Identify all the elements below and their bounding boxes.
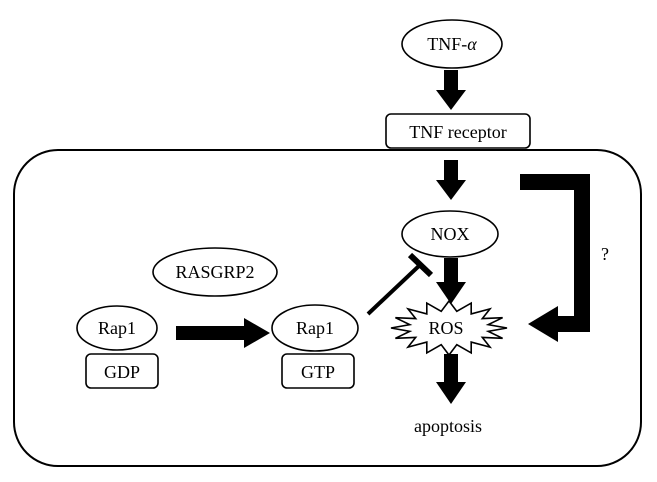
gdp-label: GDP [104,362,140,382]
tnf-alpha-prefix: TNF- [427,34,467,54]
arrow-nox-to-ros [436,258,466,304]
tnf-alpha-greek: α [467,34,477,54]
rasgrp2-node: RASGRP2 [152,247,278,297]
gtp-label: GTP [301,362,335,382]
tnf-receptor-label: TNF receptor [409,122,506,142]
tnf-alpha-node: TNF-α [401,19,503,69]
ros-node: ROS [390,299,508,357]
rap1-left-label: Rap1 [98,318,136,338]
arrow-rap1-activation [176,318,270,348]
svg-text:TNF-α: TNF-α [427,34,477,54]
ros-label: ROS [428,318,463,338]
inhibition-rap1-to-nox [366,252,434,316]
bypass-arrow-receptor-to-ros [520,174,590,342]
rap1-right-label: Rap1 [296,318,334,338]
tnf-receptor-node: TNF receptor [385,113,531,149]
arrow-ros-to-apoptosis [436,354,466,404]
apoptosis-label: apoptosis [414,416,482,436]
unknown-link-label: ? [601,244,609,264]
cell-boundary [13,149,642,467]
nox-node: NOX [401,210,499,258]
rap1-gdp-node: Rap1 GDP [76,305,159,389]
rap1-gtp-node: Rap1 GTP [271,304,359,389]
rasgrp2-label: RASGRP2 [175,262,254,282]
arrow-tnf-to-receptor [436,70,466,110]
arrow-receptor-to-nox [436,160,466,200]
nox-label: NOX [431,224,470,244]
